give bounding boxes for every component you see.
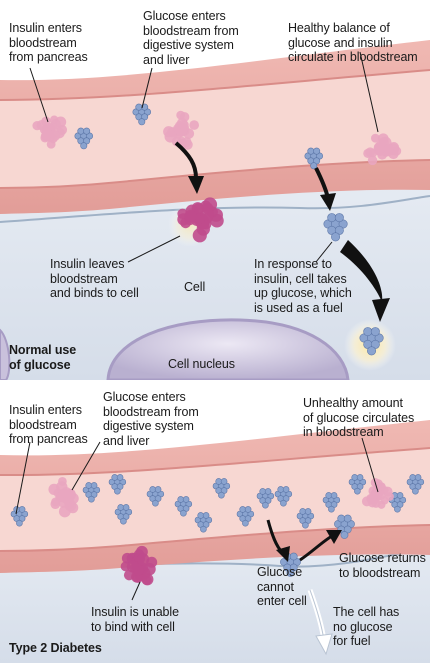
glucose-molecule bbox=[296, 508, 315, 529]
insulin-molecule bbox=[32, 115, 68, 149]
glucose-molecule bbox=[212, 478, 231, 499]
insulin-molecule bbox=[363, 133, 402, 166]
arrow-insulin-to-cell bbox=[174, 141, 198, 179]
leader-unhealthy bbox=[361, 437, 379, 493]
cell-membrane bbox=[0, 195, 430, 223]
leader-insulin-enters-2 bbox=[15, 441, 31, 515]
glucose-molecule bbox=[174, 496, 193, 517]
leader-glucose-enters-2 bbox=[71, 441, 101, 491]
label-glucose-enters: Glucose enters bloodstream from digestiv… bbox=[143, 9, 239, 67]
glucose-molecule bbox=[274, 486, 293, 507]
glucose-returning bbox=[334, 514, 355, 539]
glucose-molecule bbox=[132, 103, 152, 126]
cell-nucleus bbox=[106, 318, 350, 382]
label-healthy-balance: Healthy balance of glucose and insulin c… bbox=[288, 21, 418, 64]
label-insulin-unable: Insulin is unable to bind with cell bbox=[91, 605, 179, 634]
glucose-molecule bbox=[304, 147, 324, 170]
label-in-response: In response to insulin, cell takes up gl… bbox=[254, 257, 352, 315]
glucose-used-as-fuel bbox=[359, 327, 384, 356]
glucose-entering-cell bbox=[323, 213, 348, 242]
insulin-bound-to-cell bbox=[177, 197, 224, 243]
glucose-molecule bbox=[114, 504, 133, 525]
leader-lines bbox=[15, 51, 379, 601]
leader-insulin-enters bbox=[29, 67, 49, 123]
leader-healthy bbox=[359, 51, 379, 133]
label-cell: Cell bbox=[184, 280, 206, 294]
glucose-molecule bbox=[256, 488, 275, 509]
label-insulin-enters: Insulin enters bloodstream from pancreas bbox=[9, 21, 88, 64]
glucose-molecule bbox=[108, 474, 127, 495]
vessel-lumen bbox=[0, 70, 430, 188]
leader-in-response bbox=[315, 241, 333, 263]
glucose-molecule bbox=[194, 512, 213, 533]
glucose-molecule bbox=[146, 486, 165, 507]
glucose-molecule bbox=[10, 506, 29, 527]
leader-insulin-unable bbox=[131, 581, 141, 601]
vessel-lumen-2 bbox=[0, 448, 430, 551]
insulin-unable-to-bind bbox=[120, 545, 158, 586]
leader-insulin-leaves bbox=[127, 235, 181, 263]
label-glucose-returns: Glucose returns to bloodstream bbox=[339, 551, 426, 580]
glucose-molecule bbox=[74, 127, 94, 150]
glucose-molecule bbox=[406, 474, 425, 495]
glucose-molecule bbox=[322, 492, 341, 513]
label-unhealthy-amount: Unhealthy amount of glucose circulates i… bbox=[303, 396, 415, 439]
normal-panel-title: Normal use of glucose bbox=[9, 343, 77, 372]
glucose-molecule bbox=[388, 492, 407, 513]
molecule-layer bbox=[10, 103, 425, 586]
insulin-molecule bbox=[361, 478, 394, 509]
insulin-molecule bbox=[48, 477, 79, 518]
arrow-glucose-returns bbox=[299, 534, 333, 562]
insulin-molecule bbox=[163, 110, 200, 150]
diabetes-panel-art bbox=[0, 380, 430, 663]
leader-glucose-enters bbox=[141, 67, 153, 109]
label-glucose-cannot: Glucose cannot enter cell bbox=[257, 565, 307, 608]
label-glucose-enters-2: Glucose enters bloodstream from digestiv… bbox=[103, 390, 199, 448]
glucose-molecule bbox=[82, 482, 101, 503]
glucose-molecule bbox=[236, 506, 255, 527]
label-no-glucose: The cell has no glucose for fuel bbox=[333, 605, 400, 648]
glucose-molecule bbox=[348, 474, 367, 495]
arrows bbox=[174, 141, 390, 656]
label-insulin-leaves: Insulin leaves bloodstream and binds to … bbox=[50, 257, 139, 300]
label-cell-nucleus: Cell nucleus bbox=[168, 357, 235, 371]
arrow-glucose-into-cell bbox=[340, 240, 383, 302]
normal-panel-art bbox=[0, 40, 430, 382]
diabetes-panel-title: Type 2 Diabetes bbox=[9, 641, 102, 655]
label-insulin-enters-2: Insulin enters bloodstream from pancreas bbox=[9, 403, 88, 446]
